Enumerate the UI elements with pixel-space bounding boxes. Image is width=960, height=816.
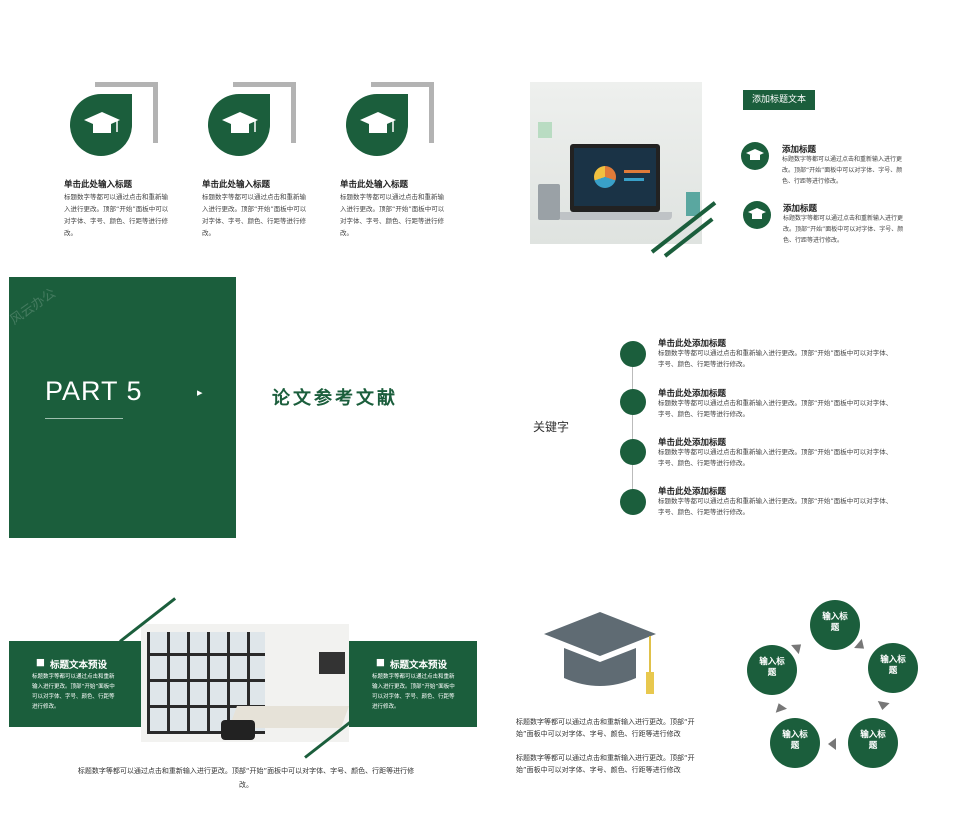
card-body: 标题数字等都可以通过点击和重新输入进行更改。顶部“开始”面板中可以对字体、字号、… xyxy=(202,193,307,237)
panel-title: 标题文本预设 xyxy=(50,660,108,671)
panel-bullet: ■ xyxy=(376,657,385,668)
cycle-arrow-icon xyxy=(791,639,805,655)
play-icon: ▸ xyxy=(197,386,203,399)
cycle-node: 输入标题 xyxy=(770,718,820,768)
cycle-node-label: 输入标题 xyxy=(822,612,848,633)
item-title: 添加标题 xyxy=(782,145,817,155)
wall-screen xyxy=(319,652,345,674)
cycle-arrow-icon xyxy=(772,701,788,713)
part-panel xyxy=(9,277,236,538)
paragraph-2: 标题数字等都可以通过点击和重新输入进行更改。顶部“开始”面板中可以对字体、字号、… xyxy=(516,754,695,774)
keyword-label: 关键字 xyxy=(533,420,570,434)
panel-body: 标题数字等都可以通过点击和重新输入进行更改。顶部“开始”面板中可以对字体、字号、… xyxy=(32,674,115,710)
sticky-note xyxy=(538,122,552,138)
timeline-line xyxy=(632,354,633,504)
graduation-cap-icon xyxy=(222,112,258,133)
bar-graphic xyxy=(624,178,644,181)
card-body: 标题数字等都可以通过点击和重新输入进行更改。顶部“开始”面板中可以对字体、字号、… xyxy=(340,193,445,237)
timeline-dot xyxy=(620,341,646,367)
meeting-room-photo xyxy=(141,624,350,742)
timeline-body: 标题数字等都可以通过点击和重新输入进行更改。顶部“开始”面板中可以对字体、字号、… xyxy=(658,497,893,516)
cycle-arrow-icon xyxy=(876,701,890,711)
laptop-screen xyxy=(570,144,660,212)
chair xyxy=(221,720,255,740)
timeline-title: 单击此处添加标题 xyxy=(658,389,727,399)
graduation-cap-icon xyxy=(360,112,396,133)
corner-decoration xyxy=(371,82,434,143)
laptop-photo xyxy=(530,82,702,244)
cycle-node-label: 输入标题 xyxy=(860,730,886,751)
timeline-dot xyxy=(620,439,646,465)
item-body: 标题数字等都可以通过点击和重新输入进行更改。顶部“开始”面板中可以对字体、字号、… xyxy=(782,156,903,185)
cycle-arrow-icon xyxy=(828,738,836,750)
timeline-title: 单击此处添加标题 xyxy=(658,438,727,448)
timeline-dot xyxy=(620,489,646,515)
panel-bullet: ■ xyxy=(36,657,45,668)
timeline-dot xyxy=(620,389,646,415)
card-title: 单击此处输入标题 xyxy=(340,180,409,190)
graduation-cap-icon xyxy=(544,612,656,694)
cycle-node-label: 输入标题 xyxy=(880,655,906,676)
timeline-title: 单击此处添加标题 xyxy=(658,487,727,497)
part-underline xyxy=(45,418,123,419)
cycle-node-label: 输入标题 xyxy=(782,730,808,751)
bottom-caption: 标题数字等都可以通过点击和重新输入进行更改。顶部“开始”面板中可以对字体、字号、… xyxy=(77,767,415,789)
pie-graphic xyxy=(594,166,616,188)
timeline-title: 单击此处添加标题 xyxy=(658,339,727,349)
screen-display xyxy=(574,148,656,206)
mug xyxy=(686,192,700,216)
part-number: PART 5 xyxy=(45,376,143,406)
graduation-cap-icon xyxy=(746,149,764,160)
item-body: 标题数字等都可以通过点击和重新输入进行更改。顶部“开始”面板中可以对字体、字号、… xyxy=(783,215,904,244)
section-title: 论文参考文献 xyxy=(272,388,398,409)
laptop-base xyxy=(558,212,672,220)
timeline-body: 标题数字等都可以通过点击和重新输入进行更改。顶部“开始”面板中可以对字体、字号、… xyxy=(658,448,893,467)
text-panel-left xyxy=(9,641,141,727)
panel-body: 标题数字等都可以通过点击和重新输入进行更改。顶部“开始”面板中可以对字体、字号、… xyxy=(372,674,455,710)
card-title: 单击此处输入标题 xyxy=(202,180,271,190)
cycle-arrow-icon xyxy=(854,638,868,654)
bar-graphic xyxy=(624,170,650,173)
cycle-node-label: 输入标题 xyxy=(759,657,785,678)
item-title: 添加标题 xyxy=(783,204,818,214)
graduation-cap-icon xyxy=(84,112,120,133)
cycle-node: 输入标题 xyxy=(810,600,860,650)
timeline-body: 标题数字等都可以通过点击和重新输入进行更改。顶部“开始”面板中可以对字体、字号、… xyxy=(658,399,893,418)
cycle-node: 输入标题 xyxy=(868,643,918,693)
graduation-cap-icon xyxy=(748,208,766,219)
card-title: 单击此处输入标题 xyxy=(64,180,133,190)
text-panel-right xyxy=(349,641,477,727)
corner-decoration xyxy=(233,82,296,143)
timeline-body: 标题数字等都可以通过点击和重新输入进行更改。顶部“开始”面板中可以对字体、字号、… xyxy=(658,349,893,368)
paragraph-1: 标题数字等都可以通过点击和重新输入进行更改。顶部“开始”面板中可以对字体、字号、… xyxy=(516,718,695,738)
panel-title: 标题文本预设 xyxy=(390,660,448,671)
cycle-node: 输入标题 xyxy=(848,718,898,768)
card-body: 标题数字等都可以通过点击和重新输入进行更改。顶部“开始”面板中可以对字体、字号、… xyxy=(64,193,169,237)
cup xyxy=(538,184,560,220)
cycle-node: 输入标题 xyxy=(747,645,797,695)
corner-decoration xyxy=(95,82,158,143)
section-label: 添加标题文本 xyxy=(743,90,815,110)
